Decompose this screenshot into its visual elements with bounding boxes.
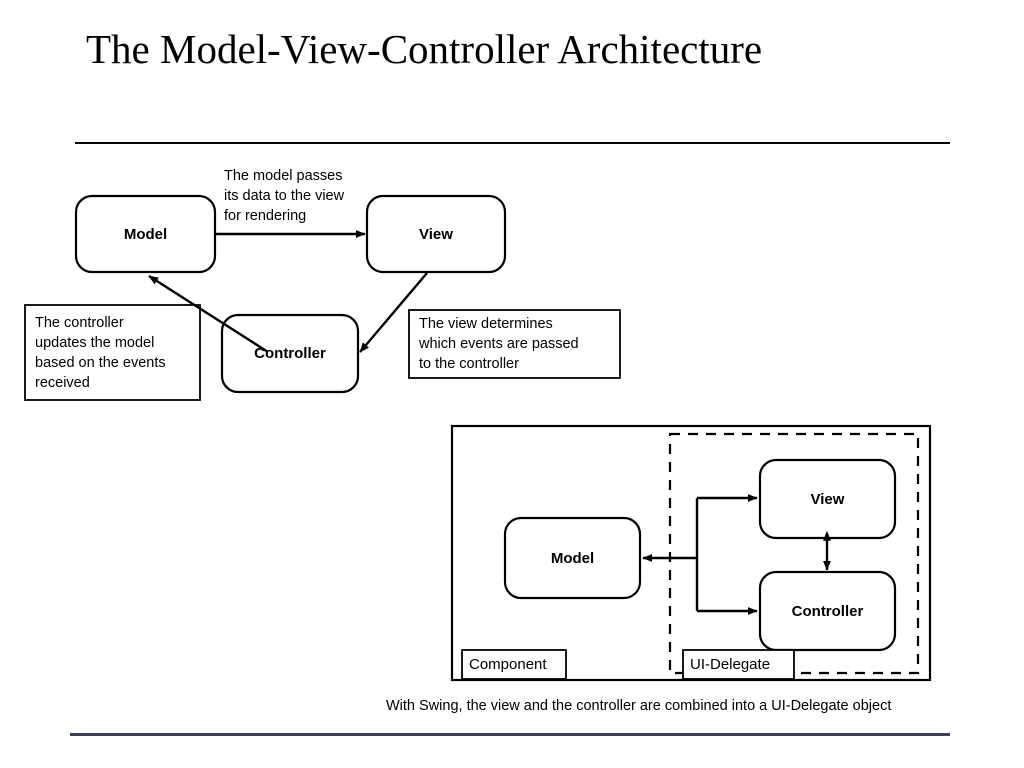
annotation-line: The model passes [224, 168, 343, 184]
node-label-view-top: View [419, 226, 453, 243]
figure-caption: With Swing, the view and the controller … [386, 698, 892, 714]
footer-divider [70, 733, 950, 736]
annotation-controller-to-model: The controller updates the model based o… [35, 313, 200, 393]
title-divider [75, 142, 950, 144]
ui-delegate-tag-label: UI-Delegate [690, 656, 771, 673]
annotation-line: to the controller [419, 356, 519, 372]
node-label-model-top: Model [123, 226, 168, 243]
page-title: The Model-View-Controller Architecture [86, 26, 763, 72]
annotation-line: based on the events [35, 355, 166, 371]
component-tag-label: Component [469, 656, 547, 673]
node-label-view-bottom: View [810, 491, 845, 508]
annotation-line: updates the model [35, 335, 155, 351]
ui-delegate-boundary [668, 432, 920, 675]
annotation-line: its data to the view [224, 188, 345, 204]
annotation-view-to-controller: The view determines which events are pas… [419, 314, 619, 374]
annotation-model-to-view: The model passes its data to the view fo… [224, 166, 399, 226]
arrow-view-to-controller [359, 272, 428, 353]
annotation-line: which events are passed [419, 336, 579, 352]
node-label-model-bottom: Model [550, 550, 595, 567]
node-label-controller-bottom: Controller [791, 603, 864, 620]
annotation-line: for rendering [224, 208, 307, 224]
annotation-line: received [35, 375, 90, 391]
node-label-controller-top: Controller [254, 345, 326, 362]
annotation-line: The view determines [419, 316, 553, 332]
annotation-line: The controller [35, 315, 124, 331]
